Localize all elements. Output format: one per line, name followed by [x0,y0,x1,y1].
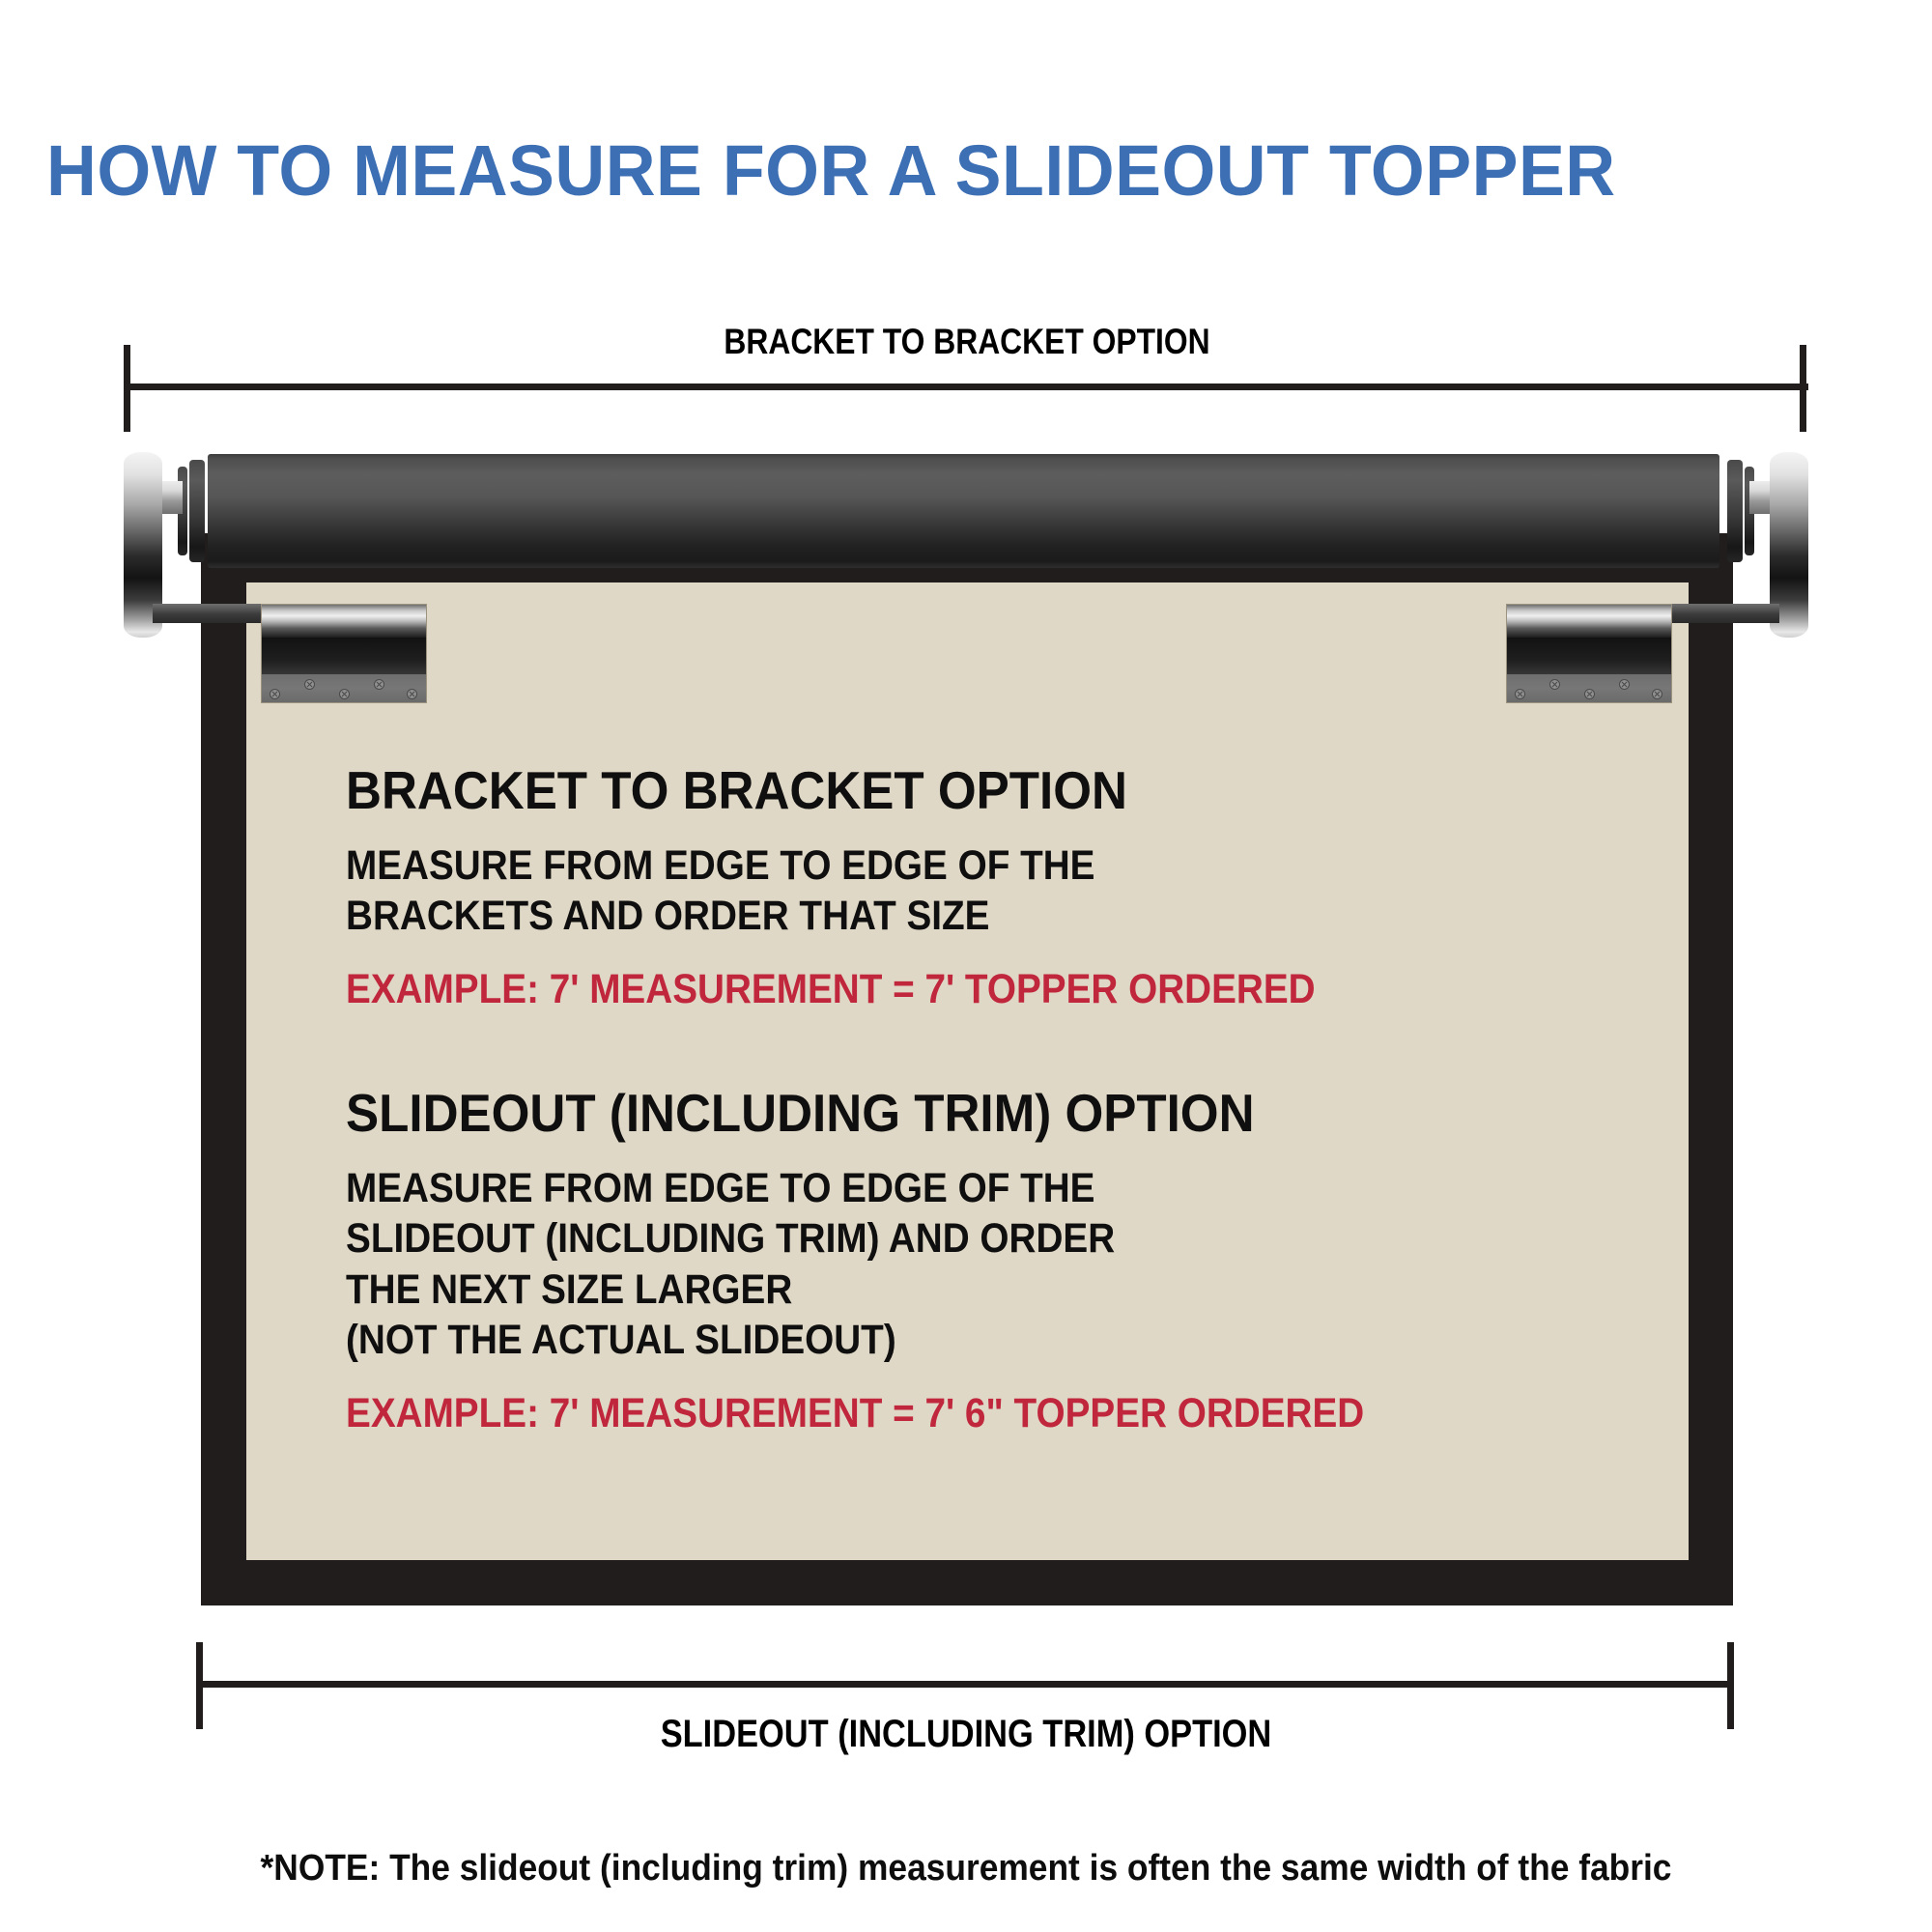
roller-end-collar-left-inner [178,467,187,555]
option-body-line: BRACKETS AND ORDER THAT SIZE [346,893,990,940]
fabric-panel [246,582,1689,1560]
screw-icon [1584,689,1595,699]
instruction-copy: BRACKET TO BRACKET OPTION MEASURE FROM E… [346,760,1660,1436]
option-slideout-including-trim: SLIDEOUT (INCLUDING TRIM) OPTION MEASURE… [346,1082,1660,1436]
screw-icon [1619,679,1630,690]
screw-icon [374,679,384,690]
option-body-line: MEASURE FROM EDGE TO EDGE OF THE [346,1164,1095,1211]
screw-icon [1652,689,1662,699]
screw-icon [339,689,350,699]
option-heading: SLIDEOUT (INCLUDING TRIM) OPTION [346,1082,1255,1143]
bottom-dimension-label: SLIDEOUT (INCLUDING TRIM) OPTION [660,1713,1272,1755]
bottom-dimension-line [198,1681,1734,1688]
option-example: EXAMPLE: 7' MEASUREMENT = 7' 6" TOPPER O… [346,1389,1365,1436]
mounting-plate-left [261,604,427,703]
screw-icon [270,689,280,699]
option-body-line: THE NEXT SIZE LARGER [346,1265,793,1313]
top-dimension-tick-right [1800,345,1806,432]
mounting-plate-roll-right [1507,605,1671,638]
roller-end-collar-right [1727,460,1743,562]
mounting-plate-body-right [1507,638,1671,676]
option-body-line: (NOT THE ACTUAL SLIDEOUT) [346,1317,896,1364]
option-example: EXAMPLE: 7' MEASUREMENT = 7' TOPPER ORDE… [346,965,1316,1012]
support-arm-right [1665,604,1779,623]
screw-icon [407,689,417,699]
screw-icon [1515,689,1525,699]
bottom-dimension-tick-right [1727,1642,1734,1729]
screw-icon [304,679,315,690]
mounting-plate-flange-right [1507,674,1671,702]
screw-icon [1549,679,1560,690]
option-body-line: SLIDEOUT (INCLUDING TRIM) AND ORDER [346,1215,1116,1263]
mounting-plate-roll-left [262,605,426,638]
mounting-plate-right [1506,604,1672,703]
option-body-line: MEASURE FROM EDGE TO EDGE OF THE [346,841,1095,889]
bottom-dimension-tick-left [196,1642,203,1729]
mounting-plate-flange-left [262,674,426,702]
top-dimension-line [126,384,1808,390]
roller-tube [208,454,1719,568]
option-bracket-to-bracket: BRACKET TO BRACKET OPTION MEASURE FROM E… [346,760,1660,1012]
option-heading: BRACKET TO BRACKET OPTION [346,760,1127,820]
mounting-plate-body-left [262,638,426,676]
top-dimension-label: BRACKET TO BRACKET OPTION [724,322,1210,361]
support-arm-left [153,604,267,623]
footnote: *NOTE: The slideout (including trim) mea… [260,1848,1672,1889]
copy-spacer [346,1012,1660,1086]
top-dimension-tick-left [124,345,130,432]
page-title: HOW TO MEASURE FOR A SLIDEOUT TOPPER [46,130,1616,211]
roller-end-collar-left [189,460,205,562]
